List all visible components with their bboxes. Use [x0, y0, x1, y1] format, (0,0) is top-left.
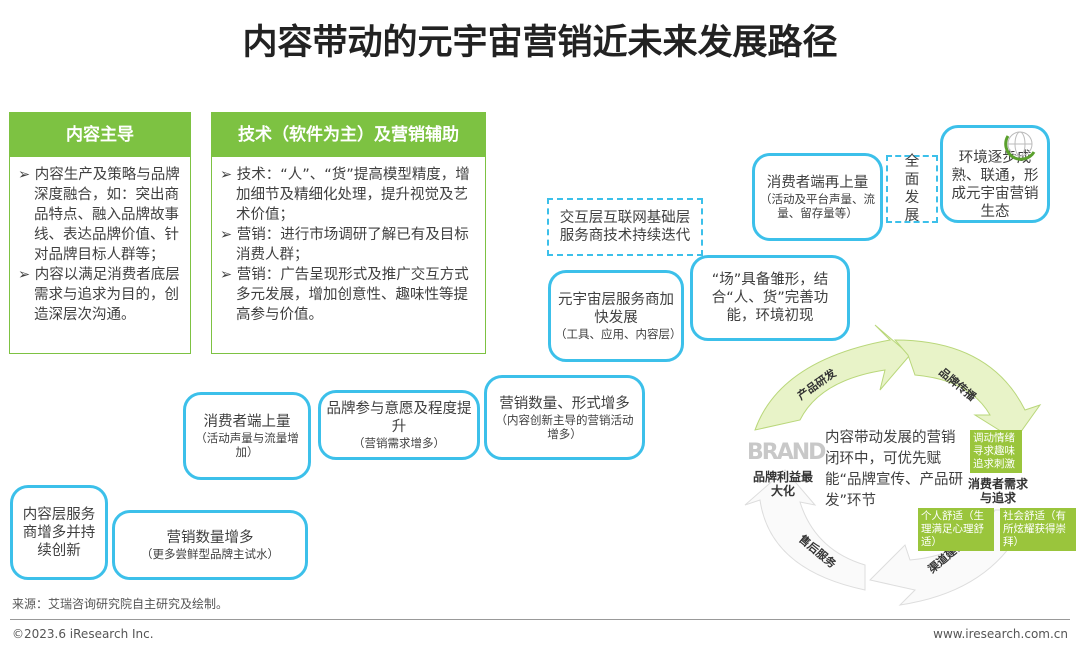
bullet: ➢ 内容以满足消费者底层需求与追求为目的，创造深层次沟通。 [18, 267, 180, 323]
step-infrastructure: 交互层互联网基础层服务商技术持续迭代 [547, 198, 703, 256]
website-link[interactable]: www.iresearch.com.cn [933, 627, 1068, 641]
divider [10, 619, 1070, 620]
brand-label: 品牌利益最大化 [752, 470, 813, 498]
page-title: 内容带动的元宇宙营销近未来发展路径 [242, 23, 838, 63]
step-content-providers: 内容层服务商增多并持续创新 [10, 485, 108, 580]
panel-header: 技术（软件为主）及营销辅助 [212, 113, 485, 157]
panel-content-led: 内容主导 ➢ 内容生产及策略与品牌深度融合，如：突出商品特点、融入品牌故事线、表… [9, 112, 191, 354]
step-ecosystem: 环境逐步成熟、联通，形成元宇宙营销生态 [940, 125, 1050, 223]
bullet: ➢ 营销：进行市场调研了解已有及目标消费人群； [220, 227, 469, 263]
step-consumer-growth: 消费者端上量（活动声量与流量增加） [183, 392, 311, 480]
source-note: 来源：艾瑞咨询研究院自主研究及绘制。 [12, 597, 229, 611]
arrow-brand-comm [893, 339, 1042, 441]
panel-tech-marketing: 技术（软件为主）及营销辅助 ➢ 技术：“人”、“货”提高模型精度，增加细节及精细… [211, 112, 486, 354]
step-marketing-forms: 营销数量、形式增多（内容创新主导的营销活动增多） [484, 375, 645, 460]
bullet: ➢ 技术：“人”、“货”提高模型精度，增加细节及精细化处理，提升视觉及艺术价值； [220, 167, 470, 223]
panel-header: 内容主导 [10, 113, 190, 157]
step-marketing-increase: 营销数量增多（更多尝鲜型品牌主试水） [112, 510, 308, 580]
marketing-cycle-graphic [744, 324, 1042, 606]
step-consumer-regrowth: 消费者端再上量（活动及平台声量、流量、留存量等） [752, 153, 883, 241]
bullet: ➢ 内容生产及策略与品牌深度融合，如：突出商品特点、融入品牌故事线、表达品牌价值… [18, 167, 180, 263]
step-metaverse-providers: 元宇宙层服务商加快发展（工具、应用、内容层） [548, 270, 684, 362]
step-full-development: 全面发展 [886, 154, 938, 224]
cycle-center-text: 内容带动发展的营销闭环中，可优先赋能“品牌宣传、产品研发”环节 [825, 430, 964, 509]
arrow-product-rd [754, 324, 911, 431]
step-scene-forming: “场”具备雏形，结合“人、货”完善功能，环境初现 [690, 255, 850, 341]
consumer-label: 消费者需求与追求 [967, 477, 1028, 505]
tag-social-comfort: 社会舒适（有所炫耀获得崇拜） [1000, 508, 1076, 551]
bullet: ➢ 营销：广告呈现形式及推广交互方式多元发展，增加创意性、趣味性等提高参与价值。 [220, 267, 469, 323]
brand-logo: BRAND [747, 440, 826, 465]
tag-personal-comfort: 个人舒适（生理满足心理舒适） [918, 508, 994, 551]
arrow-after-sales [744, 469, 866, 591]
step-brand-participation: 品牌参与意愿及程度提升（营销需求增多） [318, 390, 480, 460]
tag-emotion: 调动情绪寻求趣味追求刺激 [970, 430, 1022, 473]
copyright: ©2023.6 iResearch Inc. [12, 627, 154, 641]
globe-icon [1004, 131, 1036, 161]
